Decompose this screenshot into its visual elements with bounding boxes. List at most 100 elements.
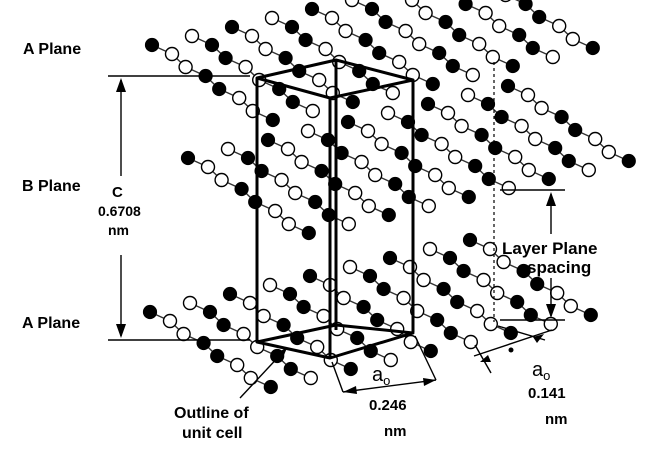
open-atom xyxy=(348,185,363,201)
open-atom xyxy=(418,5,433,21)
open-atom xyxy=(243,370,259,386)
open-atom xyxy=(214,172,229,188)
open-atom xyxy=(236,326,251,342)
open-atom xyxy=(485,49,500,65)
filled-atom xyxy=(468,158,483,174)
filled-atom xyxy=(216,317,231,333)
open-atom xyxy=(440,105,456,121)
open-atom xyxy=(392,54,407,70)
lattice-layers xyxy=(142,0,636,395)
filled-atom xyxy=(474,127,489,143)
filled-atom xyxy=(525,40,540,56)
open-atom xyxy=(242,295,258,311)
open-atom xyxy=(238,59,253,75)
open-atom xyxy=(316,308,331,324)
open-atom xyxy=(534,100,549,116)
open-atom xyxy=(164,46,180,62)
filled-atom xyxy=(350,330,365,346)
open-atom xyxy=(354,154,369,170)
open-atom xyxy=(412,36,427,52)
open-atom xyxy=(300,123,316,139)
open-atom xyxy=(422,241,438,257)
a0-left-symbol: ao xyxy=(372,364,390,388)
filled-atom xyxy=(376,281,391,297)
open-atom xyxy=(545,49,560,65)
open-atom xyxy=(483,316,498,332)
filled-atom xyxy=(224,19,240,35)
open-atom xyxy=(262,277,278,293)
a-plane-top-layer xyxy=(144,0,600,128)
open-atom xyxy=(182,295,198,311)
filled-atom xyxy=(408,158,423,174)
filled-atom xyxy=(370,312,385,328)
open-atom xyxy=(184,28,200,44)
a0-right-value: 0.141 xyxy=(528,385,566,402)
filled-atom xyxy=(142,304,158,320)
filled-atom xyxy=(340,114,356,130)
filled-atom xyxy=(196,335,211,351)
open-atom xyxy=(520,87,536,103)
open-atom xyxy=(231,90,247,106)
open-atom xyxy=(200,159,216,175)
filled-atom xyxy=(436,281,451,297)
open-atom xyxy=(162,313,178,329)
filled-atom xyxy=(500,78,516,94)
open-atom xyxy=(178,59,193,75)
filled-atom xyxy=(202,304,218,320)
outline-label-1: Outline of xyxy=(174,405,249,422)
filled-atom xyxy=(445,58,460,74)
filled-atom xyxy=(548,140,563,156)
filled-atom xyxy=(480,96,496,112)
filled-atom xyxy=(456,263,471,279)
open-atom xyxy=(552,18,567,34)
open-atom xyxy=(274,172,289,188)
b-plane-label: B Plane xyxy=(22,178,81,195)
open-atom xyxy=(448,149,463,165)
filled-atom xyxy=(343,361,358,377)
open-atom xyxy=(441,180,456,196)
open-atom xyxy=(563,298,578,314)
filled-atom xyxy=(420,96,436,112)
open-atom xyxy=(336,290,351,306)
open-atom xyxy=(368,167,383,183)
filled-atom xyxy=(263,379,278,395)
filled-atom xyxy=(204,37,220,53)
filled-atom xyxy=(248,194,263,210)
filled-atom xyxy=(276,317,291,333)
filled-atom xyxy=(583,307,598,323)
filled-atom xyxy=(282,286,298,302)
filled-atom xyxy=(372,45,387,61)
filled-atom xyxy=(278,50,293,66)
filled-atom xyxy=(345,94,360,110)
open-atom xyxy=(344,0,360,8)
filled-atom xyxy=(285,94,300,110)
open-atom xyxy=(482,241,498,257)
filled-atom xyxy=(234,181,249,197)
open-atom xyxy=(318,41,333,57)
filled-atom xyxy=(541,171,556,187)
open-atom xyxy=(501,180,516,196)
a-plane-bottom-label: A Plane xyxy=(22,315,80,332)
open-atom xyxy=(581,162,596,178)
open-atom xyxy=(229,357,245,373)
open-atom xyxy=(288,185,303,201)
filled-atom xyxy=(438,14,453,30)
filled-atom xyxy=(481,171,496,187)
filled-atom xyxy=(510,294,525,310)
open-atom xyxy=(528,131,543,147)
filled-atom xyxy=(382,250,398,266)
open-atom xyxy=(460,87,476,103)
a-plane-bottom-layer xyxy=(142,232,598,395)
filled-atom xyxy=(530,276,545,292)
filled-atom xyxy=(301,225,316,241)
open-atom xyxy=(434,136,449,152)
filled-atom xyxy=(430,312,445,328)
open-atom xyxy=(496,254,511,270)
c-symbol: C xyxy=(112,184,123,201)
a0-left-value: 0.246 xyxy=(369,397,407,414)
c-value: 0.6708 xyxy=(98,203,141,219)
filled-atom xyxy=(561,153,576,169)
filled-atom xyxy=(443,325,458,341)
filled-atom xyxy=(523,307,538,323)
open-atom xyxy=(550,285,565,301)
